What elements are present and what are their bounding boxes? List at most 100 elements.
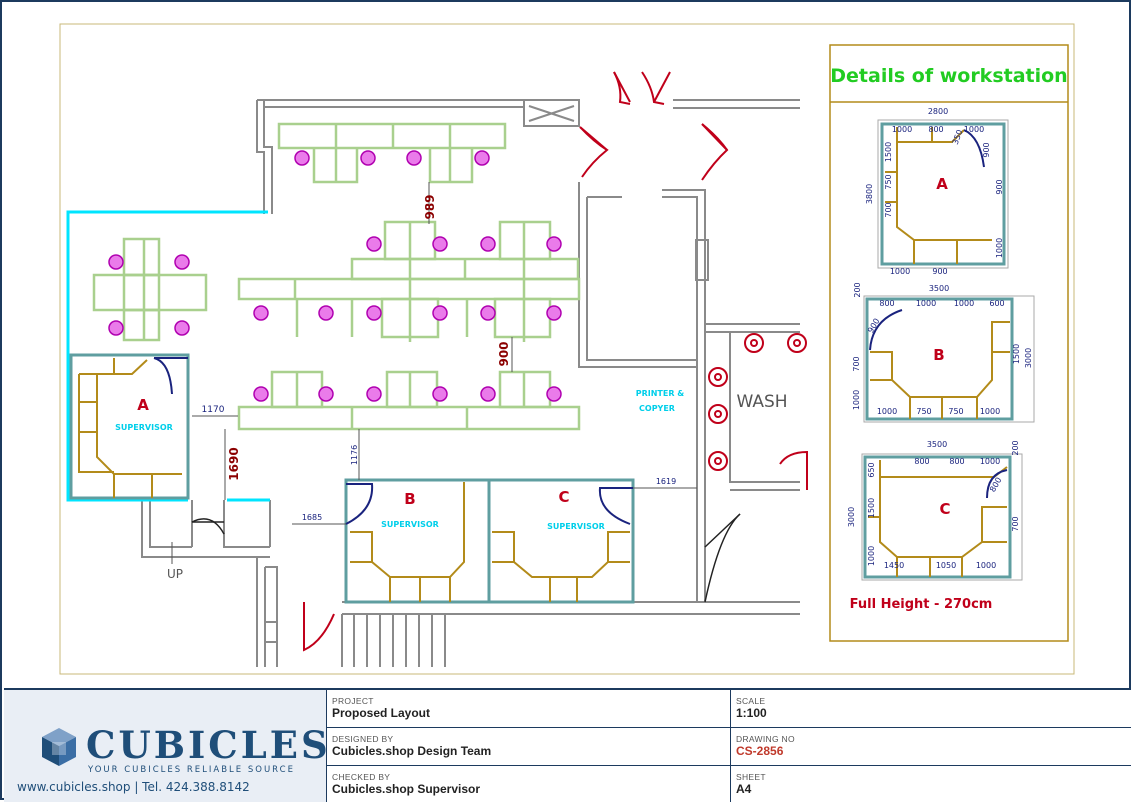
- designed-by-cell: DESIGNED BY Cubicles.shop Design Team: [327, 728, 730, 766]
- title-block-divider: [730, 690, 731, 802]
- supervisor-label-c: SUPERVISOR: [547, 522, 605, 531]
- detail-b-dim: 1000: [916, 299, 936, 308]
- drawing-no-label: DRAWING NO: [736, 734, 795, 744]
- detail-c-label: C: [939, 500, 950, 518]
- supervisor-room-b: [344, 478, 491, 604]
- chairs: [108, 150, 562, 402]
- cubicle-cluster-bottom: [237, 370, 581, 431]
- glass-wall: [66, 210, 270, 502]
- details-title: Details of workstation: [830, 65, 1067, 87]
- cubicle-cluster-top: [277, 122, 507, 184]
- detail-c-dim: 1050: [936, 561, 956, 570]
- walls: [141, 99, 800, 667]
- detail-c-dim: 800: [949, 457, 964, 466]
- floor-plan-drawing: 989 900 1170 1690 1176 1685 1619 A SUPER…: [59, 23, 1075, 675]
- checked-by-label: CHECKED BY: [332, 772, 391, 782]
- drawing-no-value: CS-2856: [736, 744, 784, 758]
- sheet-label: SHEET: [736, 772, 766, 782]
- side-doors: [303, 450, 808, 652]
- detail-c-dim: 1000: [976, 561, 996, 570]
- wash-label: WASH: [736, 392, 787, 412]
- dim-1690: 1690: [227, 447, 241, 480]
- detail-workstation-c: [861, 453, 1023, 581]
- detail-c-dim: 650: [867, 462, 876, 477]
- dim-1685: 1685: [302, 513, 322, 522]
- detail-a-dim: 900: [995, 179, 1004, 194]
- detail-a-dim: 350: [951, 128, 965, 145]
- black-doors: [191, 513, 741, 603]
- detail-a-dims: 2800 1000 800 1000 350 900 1500 750 700 …: [865, 107, 1004, 276]
- supervisor-room-c: [487, 478, 635, 604]
- detail-a-dim: 800: [928, 125, 943, 134]
- dim-1176: 1176: [350, 445, 359, 465]
- sheet-value: A4: [736, 782, 752, 796]
- detail-workstation-b: [863, 295, 1035, 423]
- detail-b-dim: 200: [853, 282, 862, 297]
- cube-logo-icon: [42, 728, 76, 766]
- detail-b-dim: 3000: [1024, 348, 1033, 368]
- detail-b-dim: 3500: [929, 284, 949, 293]
- detail-a-label: A: [936, 175, 948, 193]
- detail-b-dim: 750: [948, 407, 963, 416]
- detail-a-dim: 1000: [890, 267, 910, 276]
- dimension-lines: [171, 182, 697, 564]
- drawing-no-cell: DRAWING NO CS-2856: [731, 728, 1131, 766]
- detail-c-dim: 3000: [847, 507, 856, 527]
- detail-b-dim: 1000: [877, 407, 897, 416]
- detail-c-dim: 1450: [884, 561, 904, 570]
- detail-c-dim: 3500: [927, 440, 947, 449]
- detail-b-dim: 800: [879, 299, 894, 308]
- room-label-b: B: [404, 490, 415, 508]
- detail-b-dims: 3500 800 1000 1000 600 200 900 700 1000 …: [852, 282, 1033, 416]
- detail-b-label: B: [933, 346, 944, 364]
- supervisor-label-b: SUPERVISOR: [381, 520, 439, 529]
- contact-line: www.cubicles.shop | Tel. 424.388.8142: [17, 780, 250, 794]
- detail-a-dim: 1000: [964, 125, 984, 134]
- detail-c-dim: 1000: [867, 546, 876, 566]
- detail-a-dim: 700: [884, 202, 893, 217]
- detail-b-dim: 1000: [954, 299, 974, 308]
- designed-by-label: DESIGNED BY: [332, 734, 394, 744]
- supervisor-label-a: SUPERVISOR: [115, 423, 173, 432]
- dim-1619: 1619: [656, 477, 676, 486]
- room-label-a: A: [137, 396, 149, 414]
- detail-a-dim: 1000: [892, 125, 912, 134]
- main-entrance-door: [579, 71, 729, 181]
- checked-by-cell: CHECKED BY Cubicles.shop Supervisor: [327, 766, 730, 802]
- detail-c-dims: 3500 650 800 800 1000 200 800 1500 3000 …: [847, 440, 1020, 570]
- full-height-note: Full Height - 270cm: [850, 597, 993, 612]
- dim-1170: 1170: [202, 405, 225, 415]
- scale-label: SCALE: [736, 696, 766, 706]
- wash-basins: [708, 333, 807, 471]
- detail-workstation-a: [877, 119, 1009, 269]
- printer-label-line2: COPYER: [639, 404, 675, 413]
- detail-b-dim: 1000: [980, 407, 1000, 416]
- supervisor-room-a: [69, 353, 190, 500]
- detail-c-dim: 700: [1011, 516, 1020, 531]
- detail-a-dim: 1500: [884, 142, 893, 162]
- detail-b-dim: 600: [989, 299, 1004, 308]
- detail-a-dim: 1000: [995, 238, 1004, 258]
- scale-cell: SCALE 1:100: [731, 690, 1131, 728]
- drawing-border: [59, 23, 1075, 675]
- logo-wordmark: CUBICLES: [86, 723, 331, 767]
- detail-c-dim: 800: [914, 457, 929, 466]
- detail-a-dim: 900: [982, 142, 991, 157]
- project-label: PROJECT: [332, 696, 374, 706]
- detail-b-dim: 1500: [1012, 344, 1021, 364]
- company-logo-block: CUBICLES YOUR CUBICLES RELIABLE SOURCE w…: [4, 690, 328, 802]
- cubicle-cluster-middle: [237, 220, 581, 342]
- detail-b-dim: 1000: [852, 390, 861, 410]
- checked-by-value: Cubicles.shop Supervisor: [332, 782, 481, 796]
- detail-c-dim: 1500: [867, 498, 876, 518]
- designed-by-value: Cubicles.shop Design Team: [332, 744, 492, 758]
- details-panel: [829, 44, 1069, 642]
- detail-a-dim: 2800: [928, 107, 948, 116]
- detail-b-dim: 700: [852, 356, 861, 371]
- detail-c-dim: 1000: [980, 457, 1000, 466]
- title-block: CUBICLES YOUR CUBICLES RELIABLE SOURCE w…: [4, 688, 1131, 802]
- room-label-c: C: [558, 488, 569, 506]
- up-label: UP: [167, 567, 183, 581]
- detail-a-dim: 900: [932, 267, 947, 276]
